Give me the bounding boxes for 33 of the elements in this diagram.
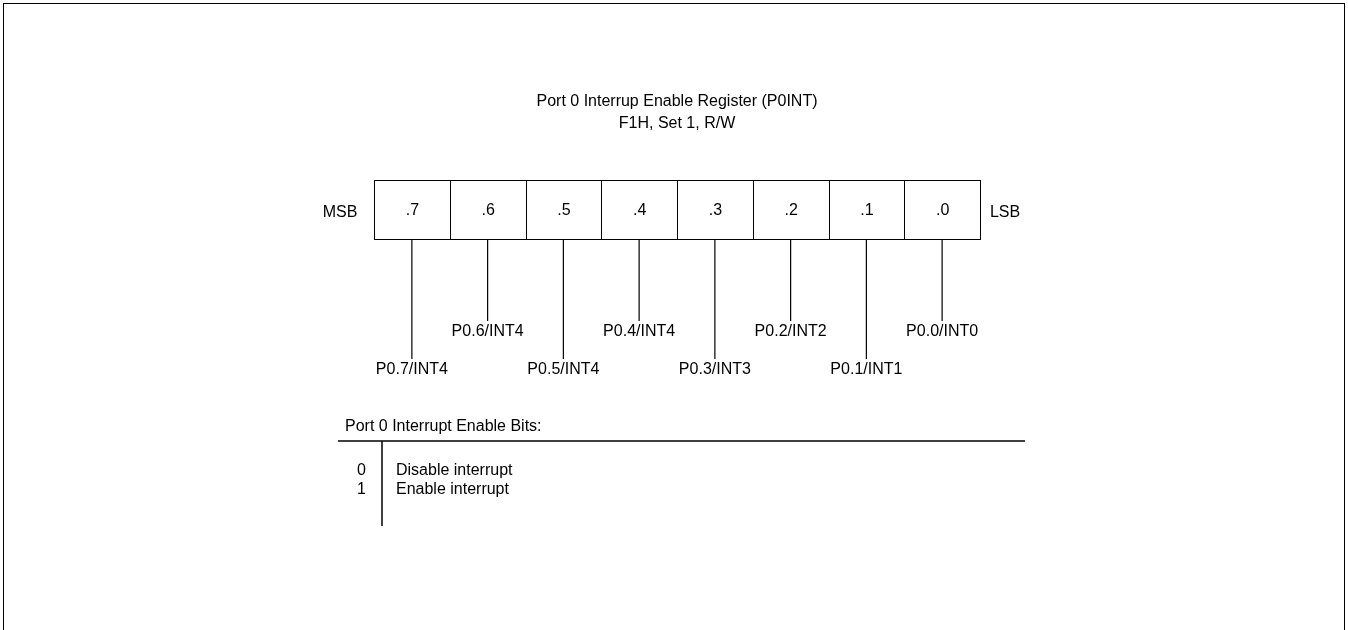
bit-description: Enable interrupt [396, 479, 509, 499]
bit-cell: .7 [374, 180, 451, 240]
bit-order-label: MSB [322, 202, 358, 222]
title: Port 0 Interrup Enable Register (P0INT) [536, 91, 818, 111]
bit-cell: .5 [525, 180, 603, 240]
leader-line [411, 239, 413, 360]
subtitle: F1H, Set 1, R/W [618, 113, 736, 133]
bit-cell: .1 [828, 180, 906, 240]
bit-cell: .4 [601, 180, 678, 240]
leader-line [638, 239, 640, 322]
bit-cell: .3 [677, 180, 754, 240]
bit-cell: .0 [904, 180, 981, 240]
pin-label: P0.4/INT4 [584, 321, 695, 341]
pin-label: P0.2/INT2 [735, 321, 846, 341]
pin-label: P0.7/INT4 [356, 359, 467, 379]
bit-value: 0 [357, 460, 366, 480]
table-heading: Port 0 Interrupt Enable Bits: [345, 416, 542, 436]
pin-label: P0.1/INT1 [811, 359, 922, 379]
leader-line [790, 239, 792, 322]
leader-line [941, 239, 943, 322]
bit-order-label: LSB [989, 202, 1021, 222]
bit-cell: .2 [752, 180, 830, 240]
leader-line [487, 239, 489, 322]
pin-label: P0.0/INT0 [887, 321, 998, 341]
leader-line [562, 239, 564, 360]
bit-description: Disable interrupt [396, 460, 513, 480]
pin-label: P0.3/INT3 [659, 359, 770, 379]
bit-value: 1 [357, 479, 366, 499]
pin-label: P0.6/INT4 [432, 321, 543, 341]
pin-label: P0.5/INT4 [508, 359, 619, 379]
bit-cell: .6 [449, 180, 527, 240]
leader-line [865, 239, 867, 360]
leader-line [714, 239, 716, 360]
